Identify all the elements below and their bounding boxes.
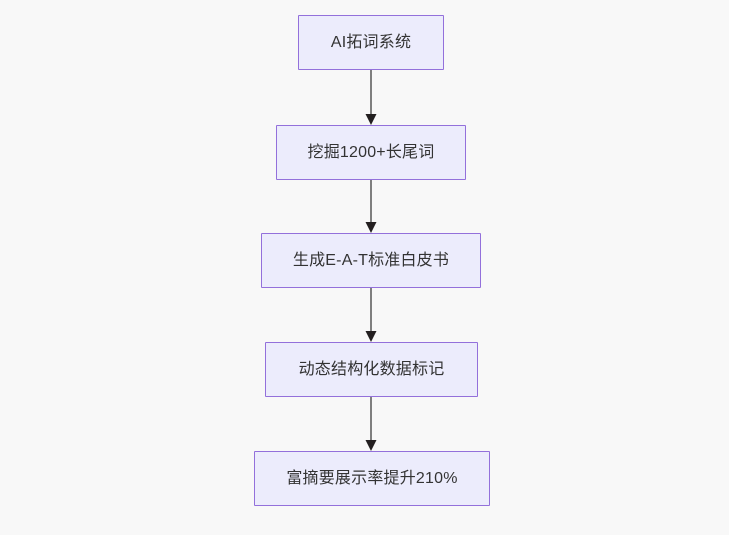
flow-node-label: 动态结构化数据标记	[298, 360, 445, 378]
flow-node-mine-longtail-keywords[interactable]: 挖掘1200+长尾词	[276, 125, 466, 180]
flow-node-label: 富摘要展示率提升210%	[286, 469, 458, 487]
edge-node4-node5	[365, 397, 377, 451]
flow-node-label: 挖掘1200+长尾词	[307, 143, 435, 161]
flow-node-ai-keyword-system[interactable]: AI拓词系统	[298, 15, 444, 70]
flow-node-label: 生成E-A-T标准白皮书	[292, 251, 450, 269]
flow-node-label: AI拓词系统	[330, 33, 412, 51]
edge-node2-node3	[365, 180, 377, 233]
edge-node1-node2	[365, 70, 377, 125]
edge-node3-node4	[365, 288, 377, 342]
flow-node-dynamic-structured-data-markup[interactable]: 动态结构化数据标记	[265, 342, 478, 397]
flow-node-generate-eat-whitepaper[interactable]: 生成E-A-T标准白皮书	[261, 233, 481, 288]
flow-node-rich-snippet-rate-increase[interactable]: 富摘要展示率提升210%	[254, 451, 490, 506]
